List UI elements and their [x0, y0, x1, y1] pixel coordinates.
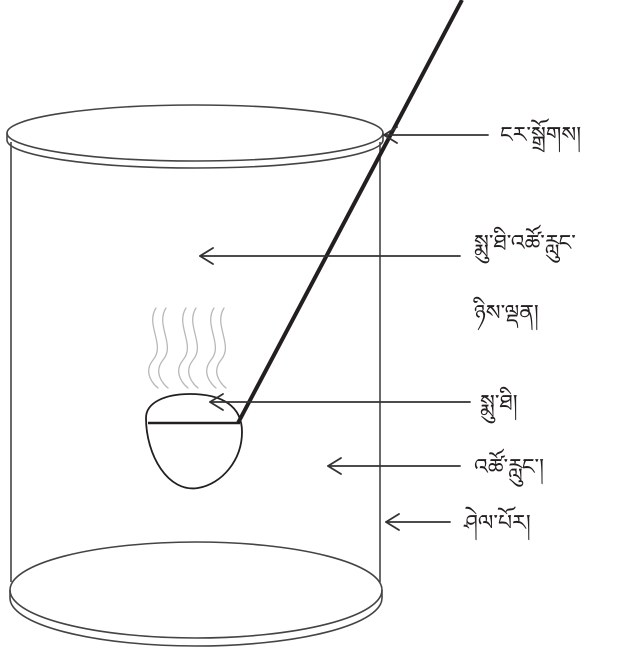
heat-fumes — [148, 307, 227, 389]
glass-jar — [6, 104, 384, 647]
label-stirrer: ངར་སྒྲོགས། — [500, 118, 581, 153]
jar-base-thickness — [9, 590, 383, 647]
bulb — [145, 393, 243, 490]
label-bulb-atmosphere: སྨུ་ཐི་འཚོ་རླུང་ — [474, 224, 576, 264]
label-bulb: སྨུ་ཐི། — [480, 386, 518, 424]
jar-top-rim — [6, 104, 384, 162]
arrow-glass-jar — [385, 513, 451, 531]
label-bulb-atmosphere-cont: ཉིས་ལྡན། — [473, 296, 539, 331]
arrow-bulb — [209, 393, 471, 411]
stirrer-rod — [236, 0, 464, 424]
jar-base — [9, 541, 383, 639]
jar-top-rim-thickness — [6, 133, 384, 169]
arrow-bulb-atmosphere — [199, 247, 461, 265]
label-gas: འཚོ་རླུང་། — [474, 448, 544, 487]
pointer-arrows — [199, 126, 489, 531]
arrow-gas — [327, 457, 461, 475]
arrow-stirrer — [383, 126, 489, 144]
label-glass-jar: ཤེལ་པོར། — [463, 506, 531, 541]
